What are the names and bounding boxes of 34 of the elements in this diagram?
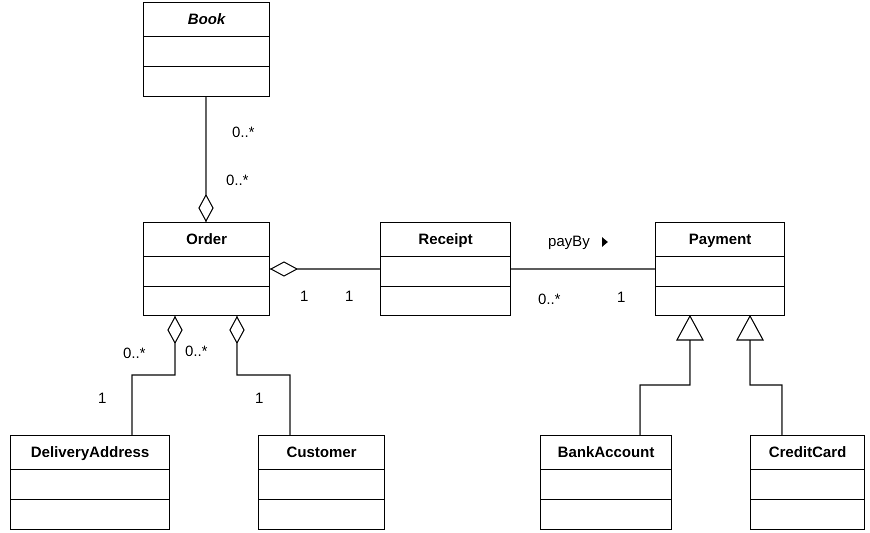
class-box <box>540 435 672 530</box>
multiplicity-label: 1 <box>300 288 308 305</box>
multiplicity-label: 0..* <box>232 124 255 141</box>
class-name: Customer <box>286 444 356 462</box>
edge-label: payBy <box>548 233 590 250</box>
generalization-arrow <box>736 315 783 435</box>
class-name: BankAccount <box>558 444 654 462</box>
multiplicity-label: 1 <box>345 288 354 305</box>
class-name: Book <box>188 11 226 28</box>
generalization-arrow <box>639 315 704 435</box>
aggregation-line <box>229 316 291 435</box>
class-box <box>10 435 170 530</box>
class-box <box>143 222 270 316</box>
aggregation-line <box>270 261 380 277</box>
class-name: CreditCard <box>768 444 846 462</box>
multiplicity-label: 0..* <box>226 172 249 189</box>
class-box <box>380 222 511 316</box>
class-box <box>143 2 270 97</box>
class-name: Receipt <box>418 231 473 248</box>
aggregation-line <box>198 97 214 222</box>
class-box <box>655 222 785 316</box>
class-name: Payment <box>688 231 752 248</box>
class-name: DeliveryAddress <box>30 444 150 462</box>
class-box <box>258 435 385 530</box>
multiplicity-label: 0..* <box>538 291 561 308</box>
association-line <box>511 268 655 270</box>
multiplicity-label: 1 <box>255 390 264 407</box>
multiplicity-label: 1 <box>98 390 106 407</box>
aggregation-line <box>131 316 183 435</box>
multiplicity-label: 0..* <box>185 343 208 360</box>
multiplicity-label: 1 <box>617 289 626 306</box>
class-name: Order <box>186 231 227 248</box>
multiplicity-label: 0..* <box>123 345 146 362</box>
class-box <box>750 435 865 530</box>
